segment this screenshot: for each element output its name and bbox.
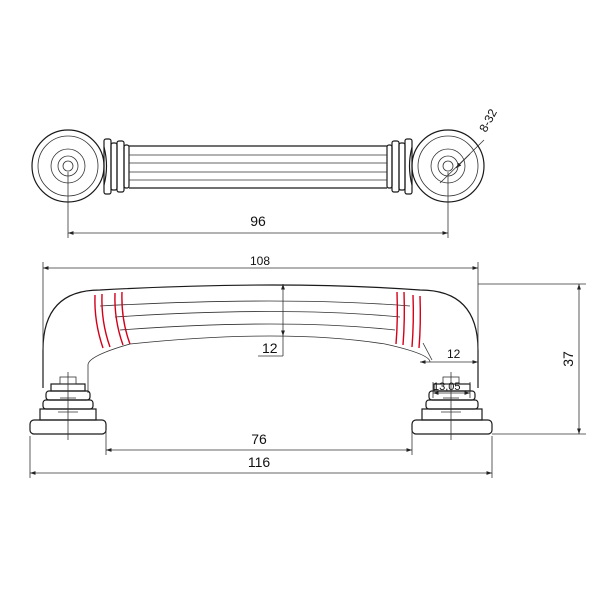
accent-rings [94, 291, 422, 349]
dimension-108: 108 [42, 254, 479, 350]
label-base-diameter: 13,05 [433, 381, 461, 393]
handle-arch [42, 284, 479, 393]
left-base [29, 372, 107, 440]
label-leg: 12 [447, 347, 461, 361]
side-view: 108 12 12 13,05 37 [29, 254, 586, 478]
left-collars [103, 138, 130, 195]
dimension-thread: 8-32 [439, 106, 500, 184]
right-base [411, 372, 493, 440]
dimension-37: 37 [478, 283, 586, 435]
right-collars [386, 138, 413, 195]
label-108: 108 [250, 254, 270, 268]
dimension-base-diameter: 13,05 [432, 381, 471, 398]
label-96: 96 [250, 213, 266, 229]
dimension-76: 76 [105, 430, 413, 455]
label-thread: 8-32 [476, 106, 500, 134]
label-116: 116 [248, 454, 271, 470]
dimension-leg: 12 [420, 342, 478, 364]
label-37: 37 [560, 351, 576, 367]
fluted-bar-top [129, 145, 387, 189]
dimension-thickness: 12 [258, 284, 285, 357]
label-76: 76 [251, 431, 267, 447]
dimension-116: 116 [29, 436, 493, 478]
top-view: 96 8-32 [31, 106, 500, 238]
label-thickness: 12 [262, 340, 278, 356]
dimension-96: 96 [67, 172, 449, 238]
